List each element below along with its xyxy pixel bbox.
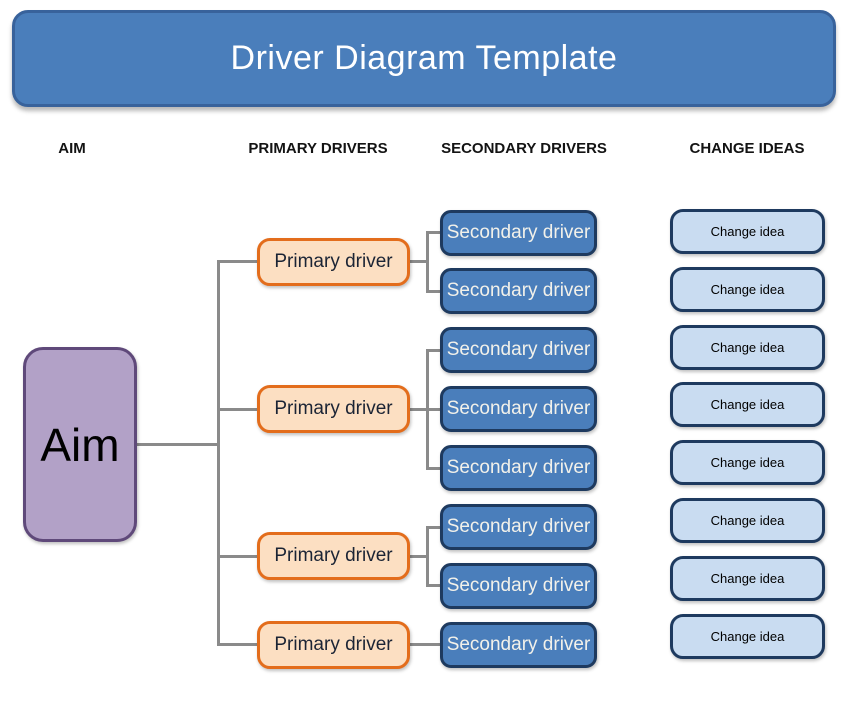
change-idea-box[interactable]: Change idea <box>670 498 825 543</box>
change-idea-box[interactable]: Change idea <box>670 209 825 254</box>
secondary-driver-box[interactable]: Secondary driver <box>440 504 597 550</box>
change-idea-box[interactable]: Change idea <box>670 555 825 601</box>
secondary-driver-box-label: Secondary driver <box>446 398 591 420</box>
aim-connector-line <box>137 443 218 446</box>
primary-driver-box-label: Primary driver <box>274 633 393 655</box>
bracket-to-secondary-line <box>427 407 440 411</box>
secondary-driver-box-label: Secondary driver <box>446 574 591 596</box>
trunk-to-primary-line <box>218 643 257 647</box>
primary-to-bracket-line <box>410 554 427 558</box>
primary-to-bracket-line <box>410 260 427 264</box>
column-header-aim: AIM <box>58 140 86 157</box>
bracket-to-secondary-line <box>427 231 440 234</box>
change-idea-box-label: Change idea <box>710 281 785 297</box>
primary-driver-box-label: Primary driver <box>274 398 393 420</box>
primary-driver-box-label: Primary driver <box>274 250 393 272</box>
change-idea-box-label: Change idea <box>710 224 785 239</box>
change-idea-box[interactable]: Change idea <box>670 324 825 370</box>
change-idea-box[interactable]: Change idea <box>670 266 825 312</box>
change-idea-box-label: Change idea <box>710 628 785 644</box>
trunk-line <box>216 260 220 647</box>
change-idea-box-label: Change idea <box>710 339 785 355</box>
primary-driver-box[interactable]: Primary driver <box>257 385 410 434</box>
change-idea-box-label: Change idea <box>710 397 785 413</box>
bracket-to-secondary-line <box>427 289 440 293</box>
primary-to-bracket-line <box>410 407 427 411</box>
secondary-driver-box[interactable]: Secondary driver <box>440 621 597 668</box>
trunk-to-primary-line <box>218 554 257 558</box>
primary-driver-box[interactable]: Primary driver <box>257 532 410 581</box>
aim-box[interactable]: Aim <box>23 347 137 542</box>
secondary-driver-box[interactable]: Secondary driver <box>440 386 597 433</box>
secondary-driver-box-label: Secondary driver <box>446 221 591 243</box>
bracket-to-secondary-line <box>427 348 440 352</box>
change-idea-box[interactable]: Change idea <box>670 382 825 428</box>
secondary-driver-box-label: Secondary driver <box>446 516 591 537</box>
bracket-to-secondary-line <box>427 525 440 529</box>
secondary-driver-box-label: Secondary driver <box>446 633 591 655</box>
secondary-bracket-line <box>425 231 429 293</box>
primary-driver-box[interactable]: Primary driver <box>257 620 410 669</box>
column-header-secondary-drivers: SECONDARY DRIVERS <box>441 140 607 157</box>
secondary-bracket-line <box>425 525 429 588</box>
column-header-primary-drivers: PRIMARY DRIVERS <box>248 140 388 157</box>
trunk-to-primary-line <box>218 260 257 264</box>
primary-driver-box-label: Primary driver <box>274 545 393 567</box>
secondary-driver-box[interactable]: Secondary driver <box>440 327 597 374</box>
page-title: Driver Diagram Template <box>230 39 618 77</box>
secondary-driver-box[interactable]: Secondary driver <box>440 445 597 492</box>
change-idea-box-label: Change idea <box>710 513 785 528</box>
primary-to-secondary-line <box>410 643 440 647</box>
secondary-driver-box[interactable]: Secondary driver <box>440 268 597 315</box>
trunk-to-primary-line <box>218 407 257 411</box>
bracket-to-secondary-line <box>427 584 440 588</box>
change-idea-box-label: Change idea <box>710 570 785 586</box>
secondary-driver-box[interactable]: Secondary driver <box>440 209 597 256</box>
bracket-to-secondary-line <box>427 466 440 470</box>
secondary-driver-box-label: Secondary driver <box>446 280 591 302</box>
aim-box-label: Aim <box>40 418 120 471</box>
secondary-driver-box-label: Secondary driver <box>446 457 591 479</box>
change-idea-box[interactable]: Change idea <box>670 440 825 486</box>
primary-driver-box[interactable]: Primary driver <box>257 237 410 286</box>
secondary-driver-box[interactable]: Secondary driver <box>440 562 597 609</box>
title-banner: Driver Diagram Template <box>12 10 836 107</box>
change-idea-box[interactable]: Change idea <box>670 613 825 659</box>
secondary-driver-box-label: Secondary driver <box>446 339 591 361</box>
column-header-change-ideas: CHANGE IDEAS <box>689 140 805 157</box>
change-idea-box-label: Change idea <box>710 455 785 471</box>
